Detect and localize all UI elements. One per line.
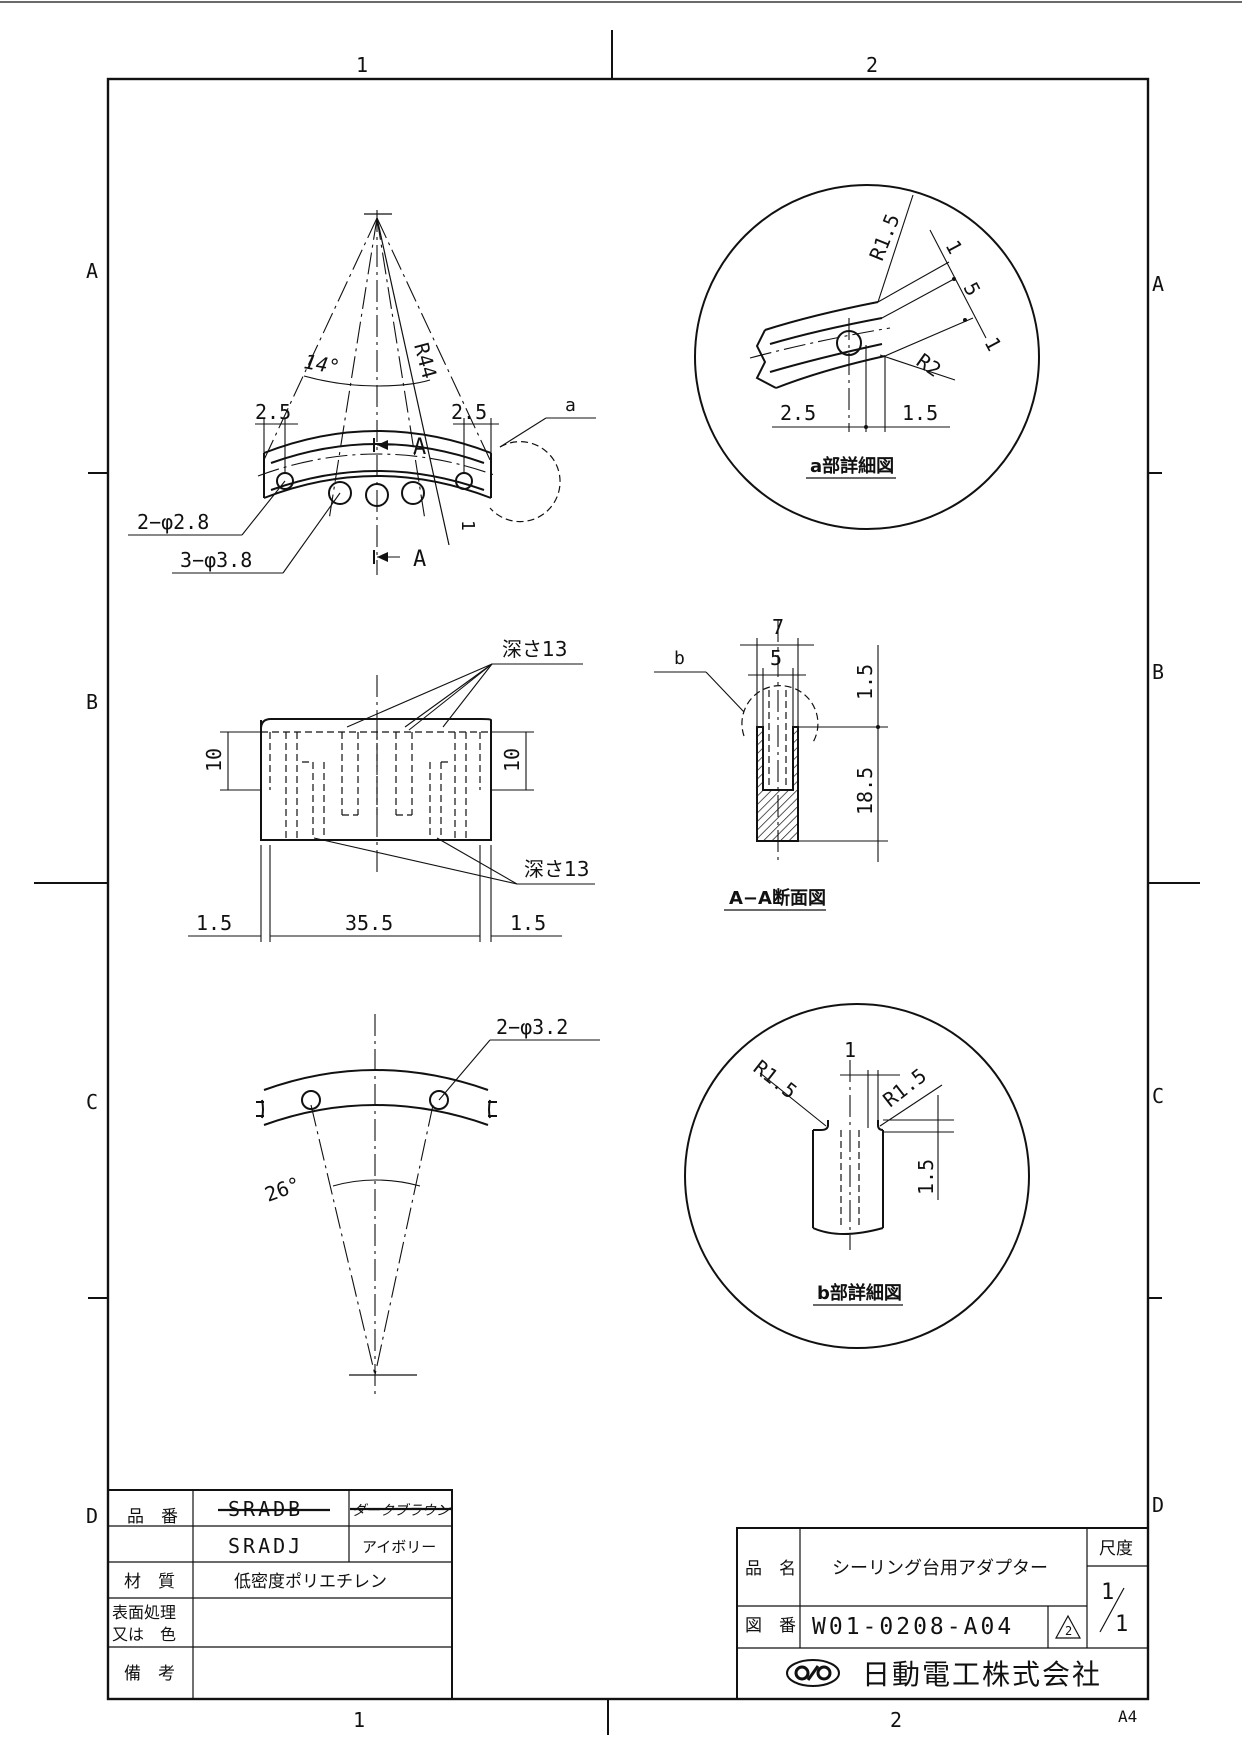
section-callout-b: b: [674, 648, 685, 669]
zone-row-d-left: D: [86, 1504, 98, 1528]
label-remarks: 備 考: [124, 1664, 175, 1684]
detail-a-dim-1b: 1: [980, 333, 1007, 355]
scale-denominator: 1: [1115, 1612, 1128, 1637]
material: 低密度ポリエチレン: [234, 1572, 387, 1592]
zone-row-c-right: C: [1152, 1084, 1164, 1108]
zone-col2-bottom: 2: [890, 1708, 902, 1732]
front-width-left: 1.5: [196, 911, 232, 935]
zone-col2-top: 2: [866, 53, 878, 77]
detail-a: R1.5 1 5 1 R2 2.5 1.5 a部詳細図: [694, 184, 1040, 530]
detail-b-caption: b部詳細図: [817, 1282, 902, 1304]
title-block: 品 名 シーリング台用アダプター 尺度 1 1 図 番 W01-0208-A04…: [736, 1527, 1149, 1700]
section-caption: A−A断面図: [729, 887, 826, 909]
top-detail-callout: a: [565, 395, 576, 416]
color: アイボリー: [362, 1538, 436, 1556]
part-no: SRADJ: [228, 1534, 303, 1558]
top-angle-label: 14°: [302, 349, 342, 379]
label-scale: 尺度: [1099, 1539, 1133, 1559]
zone-row-a-left: A: [86, 259, 98, 283]
zone-row-d-right: D: [1152, 1493, 1164, 1517]
material-table: 品 番 SRADB ダークブラウン SRADJ アイボリー 材 質 低密度ポリエ…: [107, 1489, 453, 1700]
zone-labels: 1 2 1 2 A B C D A B C D A4: [86, 53, 1164, 1732]
zone-row-c-left: C: [86, 1090, 98, 1114]
color-old: ダークブラウン: [352, 1503, 451, 1519]
detail-a-r-bottom: R2: [912, 348, 946, 381]
detail-b-r-right: R1.5: [878, 1063, 931, 1112]
zone-row-a-right: A: [1152, 272, 1164, 296]
section-mark-bottom: A: [413, 547, 426, 572]
section-width-inner: 5: [770, 646, 782, 670]
label-part-no: 品 番: [127, 1507, 178, 1527]
front-height-left: 10: [202, 748, 226, 772]
front-width-right: 1.5: [510, 911, 546, 935]
front-depth-top: 深さ13: [502, 637, 567, 661]
front-height-right: 10: [500, 748, 524, 772]
front-width-center: 35.5: [345, 911, 393, 935]
top-holes-small: 2−φ2.8: [137, 510, 209, 534]
detail-a-dim-left: 2.5: [780, 401, 816, 425]
zone-col1-bottom: 1: [353, 1708, 365, 1732]
top-dim-left: 2.5: [255, 400, 291, 424]
detail-b-dim-height: 1.5: [914, 1159, 938, 1195]
label-material: 材 質: [124, 1572, 175, 1592]
zone-row-b-right: B: [1152, 660, 1164, 684]
section-dim-height: 18.5: [853, 767, 877, 815]
bottom-view: 2−φ3.2 26°: [256, 1014, 600, 1395]
section-aa: b 7 5 1.5 18.5 A−A断面図: [654, 615, 888, 911]
bottom-holes-label: 2−φ3.2: [496, 1015, 568, 1039]
detail-a-r-top: R1.5: [864, 210, 904, 264]
detail-b-dim-width: 1: [844, 1038, 856, 1062]
detail-b-r-left: R1.5: [749, 1055, 802, 1104]
label-surface-1: 表面処理: [112, 1603, 176, 1622]
section-dim-top: 1.5: [853, 664, 877, 700]
revision-mark: 2: [1065, 1624, 1072, 1638]
company-name: 日動電工株式会社: [862, 1658, 1102, 1691]
sheet-size: A4: [1118, 1707, 1137, 1726]
section-width-outer: 7: [772, 615, 784, 639]
top-dim-right: 2.5: [451, 400, 487, 424]
section-mark-top: A: [413, 435, 426, 460]
zone-row-b-left: B: [86, 690, 98, 714]
top-side-dim: 1: [457, 520, 478, 531]
front-view: 深さ13 深さ13 10 10 1.5 35.5 1.5: [188, 637, 595, 942]
front-depth-bottom: 深さ13: [524, 857, 589, 881]
detail-b: 1 R1.5 R1.5 1.5 b部詳細図: [684, 1003, 1030, 1349]
detail-a-dim-5: 5: [959, 278, 986, 300]
label-surface-2: 又は 色: [112, 1625, 176, 1644]
scale-numerator: 1: [1101, 1580, 1114, 1605]
zone-col1-top: 1: [356, 53, 368, 77]
label-name: 品 名: [745, 1559, 796, 1579]
detail-a-dim-right: 1.5: [902, 401, 938, 425]
top-view: 14° R44 2.5 2.5 a 1 2−φ2.8: [128, 210, 596, 575]
detail-a-dim-1: 1: [941, 236, 968, 258]
drawing-number: W01-0208-A04: [812, 1614, 1014, 1640]
label-drawing-no: 図 番: [745, 1616, 796, 1636]
company-logo-icon: [786, 1659, 840, 1687]
bottom-angle-label: 26°: [262, 1172, 304, 1207]
detail-a-caption: a部詳細図: [810, 455, 894, 477]
top-holes-large: 3−φ3.8: [180, 548, 252, 572]
part-name: シーリング台用アダプター: [832, 1558, 1048, 1579]
